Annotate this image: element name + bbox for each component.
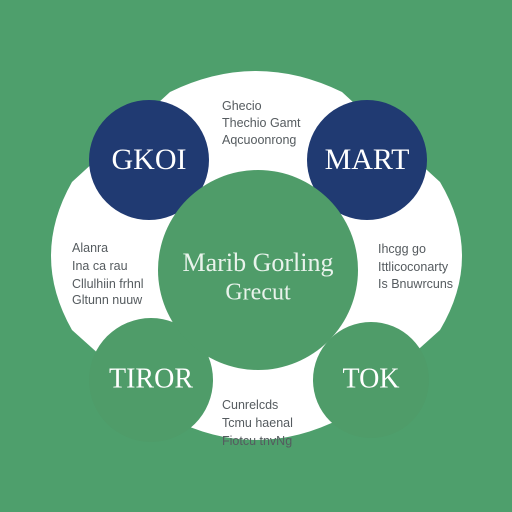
center-label-line2: Grecut <box>225 280 291 306</box>
note-line: Cunrelcds <box>222 398 278 412</box>
node-label: TOK <box>342 363 399 394</box>
node-label: GKOI <box>112 143 187 176</box>
note-line: Alanra <box>72 241 108 255</box>
note-line: Gltunn nuuw <box>72 293 143 307</box>
note-bottom: Cunrelcds Tcmu haenal Fiotcu tnvNg <box>222 398 293 448</box>
note-line: Tcmu haenal <box>222 416 293 430</box>
note-line: Ihcgg go <box>378 242 426 256</box>
node-label: TIROR <box>109 363 193 394</box>
note-right: Ihcgg go Ittlicoconarty Is Bnuwrcuns <box>378 242 453 291</box>
node-circle <box>89 100 209 220</box>
center-circle <box>158 170 358 370</box>
note-left: Alanra Ina ca rau Cllulhiin frhnl Gltunn… <box>72 241 144 307</box>
node-circle <box>89 318 213 442</box>
note-line: Ghecio <box>222 99 262 113</box>
note-line: Ina ca rau <box>72 259 128 273</box>
note-top: Ghecio Thechio Gamt Aqcuoonrong <box>222 99 301 147</box>
note-line: Is Bnuwrcuns <box>378 277 453 291</box>
note-line: Aqcuoonrong <box>222 133 296 147</box>
note-line: Fiotcu tnvNg <box>222 434 292 448</box>
node-circle <box>313 322 429 438</box>
node-circle <box>307 100 427 220</box>
node-top-left: GKOI <box>89 100 209 220</box>
center-label-line1: Marib Gorling <box>183 248 334 277</box>
note-line: Thechio Gamt <box>222 116 301 130</box>
note-line: Cllulhiin frhnl <box>72 277 144 291</box>
note-line: Ittlicoconarty <box>378 260 449 274</box>
node-top-right: MART <box>307 100 427 220</box>
node-label: MART <box>325 143 410 176</box>
center-node: Marib Gorling Grecut <box>158 170 358 370</box>
node-bottom-right: TOK <box>313 322 429 438</box>
node-bottom-left: TIROR <box>89 318 213 442</box>
